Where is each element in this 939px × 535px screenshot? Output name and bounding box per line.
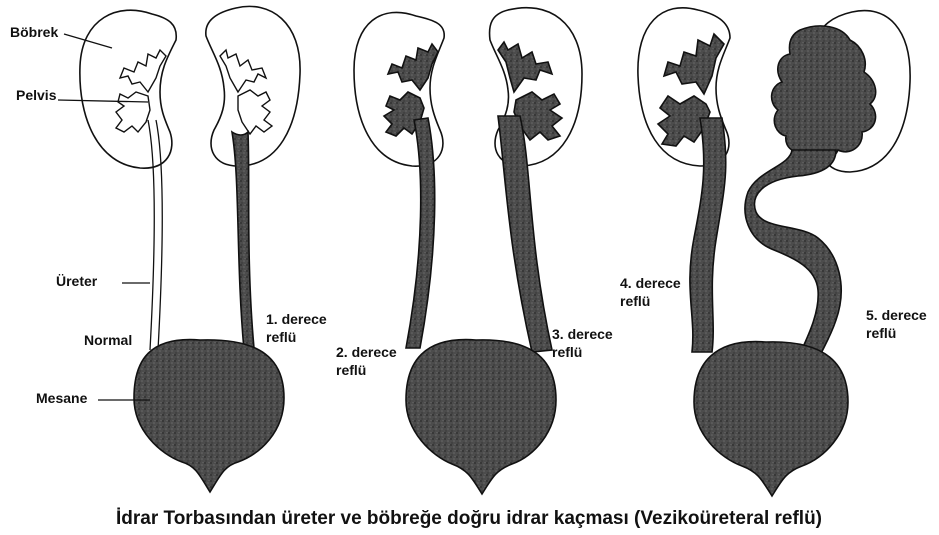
bladder-1: [134, 340, 284, 492]
label-pelvis: Pelvis: [16, 87, 57, 103]
label-grade4-line1: 4. derece: [620, 275, 681, 291]
label-grade2-line2: reflü: [336, 362, 366, 378]
pair-grade2-grade3: [354, 8, 582, 494]
label-grade4-line2: reflü: [620, 293, 650, 309]
pair-normal-grade1: [80, 6, 300, 492]
label-bladder: Mesane: [36, 390, 88, 406]
label-grade3-line1: 3. derece: [552, 326, 613, 342]
label-grade1-line1: 1. derece: [266, 311, 327, 327]
label-grade5-line2: reflü: [866, 325, 896, 341]
label-grade5-line1: 5. derece: [866, 307, 927, 323]
bladder-2: [406, 340, 556, 494]
kidney-right-grade1: [206, 6, 300, 166]
pair-grade4-grade5: [638, 8, 910, 496]
label-ureter: Üreter: [56, 273, 98, 289]
ureter-right-grade5: [745, 150, 841, 360]
label-grade1-line2: reflü: [266, 329, 296, 345]
label-grade3-line2: reflü: [552, 344, 582, 360]
label-grade2-line1: 2. derece: [336, 344, 397, 360]
bladder-3: [694, 342, 848, 496]
figure-caption: İdrar Torbasından üreter ve böbreğe doğr…: [116, 508, 822, 529]
label-normal: Normal: [84, 332, 132, 348]
label-kidney: Böbrek: [10, 24, 58, 40]
kidney-left-normal: [80, 10, 176, 168]
